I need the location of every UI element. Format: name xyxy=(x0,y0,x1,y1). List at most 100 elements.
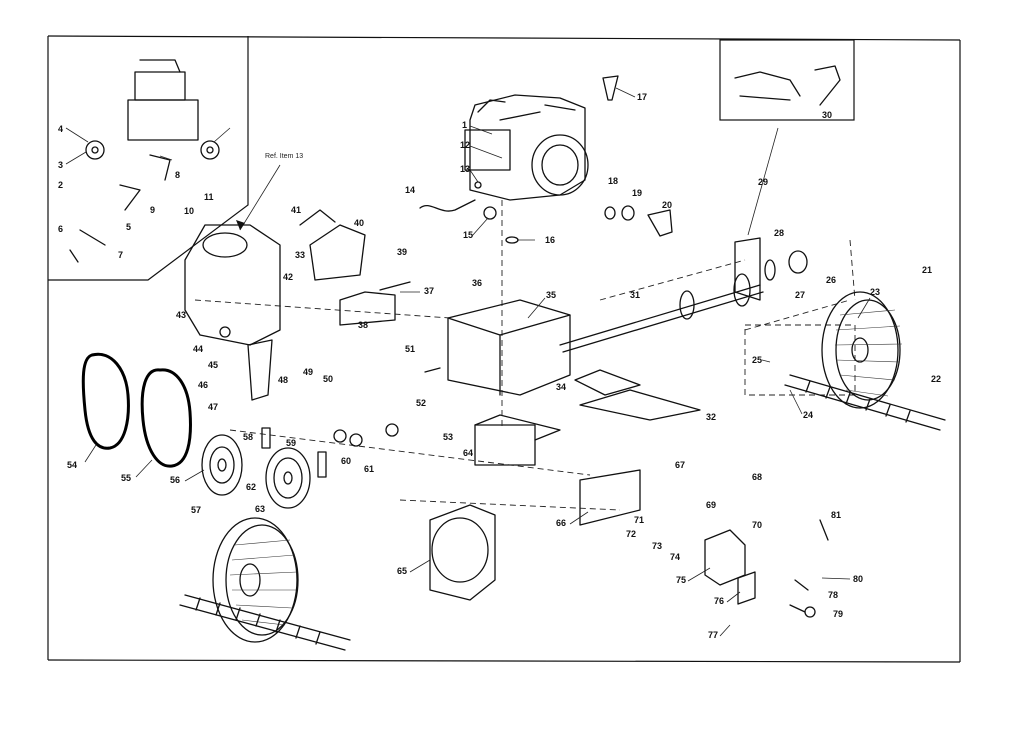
callout-24: 24 xyxy=(803,410,813,420)
v-belts xyxy=(81,352,192,468)
callout-3: 3 xyxy=(58,160,63,170)
callout-58: 58 xyxy=(243,432,253,442)
callout-40: 40 xyxy=(354,218,364,228)
callout-45: 45 xyxy=(208,360,218,370)
drive-shaft xyxy=(559,237,808,353)
left-wheel xyxy=(179,517,351,651)
callout-68: 68 xyxy=(752,472,762,482)
callout-74: 74 xyxy=(670,552,680,562)
callout-5: 5 xyxy=(126,222,131,232)
engine-shroud xyxy=(184,209,366,346)
callout-14: 14 xyxy=(405,185,415,195)
callout-47: 47 xyxy=(208,402,218,412)
callout-7: 7 xyxy=(118,250,123,260)
callout-labels: 1 2 3 4 5 6 7 8 9 10 11 12 13 14 15 16 1… xyxy=(58,92,941,640)
callout-70: 70 xyxy=(752,520,762,530)
callout-4: 4 xyxy=(58,124,63,134)
callout-76: 76 xyxy=(714,596,724,606)
callout-49: 49 xyxy=(303,367,313,377)
callout-67: 67 xyxy=(675,460,685,470)
callout-69: 69 xyxy=(706,500,716,510)
callout-20: 20 xyxy=(662,200,672,210)
callout-leaders xyxy=(84,87,871,637)
callout-29: 29 xyxy=(758,177,768,187)
callout-8: 8 xyxy=(175,170,180,180)
callout-28: 28 xyxy=(774,228,784,238)
callout-35: 35 xyxy=(546,290,556,300)
reference-note: Ref. Item 13 xyxy=(236,153,303,231)
callout-46: 46 xyxy=(198,380,208,390)
callout-11: 11 xyxy=(204,192,214,202)
gear-housing xyxy=(447,299,571,466)
callout-26: 26 xyxy=(826,275,836,285)
callout-6: 6 xyxy=(58,224,63,234)
callout-21: 21 xyxy=(922,265,932,275)
callout-1: 1 xyxy=(462,120,467,130)
callout-33: 33 xyxy=(295,250,305,260)
callout-62: 62 xyxy=(246,482,256,492)
callout-15: 15 xyxy=(463,230,473,240)
callout-22: 22 xyxy=(931,374,941,384)
callout-18: 18 xyxy=(608,176,618,186)
callout-13: 13 xyxy=(460,164,470,174)
callout-81: 81 xyxy=(831,510,841,520)
callout-54: 54 xyxy=(67,460,77,470)
callout-80: 80 xyxy=(853,574,863,584)
callout-19: 19 xyxy=(632,188,642,198)
callout-56: 56 xyxy=(170,475,180,485)
callout-42: 42 xyxy=(283,272,293,282)
transmission-case xyxy=(429,469,756,605)
callout-38: 38 xyxy=(358,320,368,330)
callout-48: 48 xyxy=(278,375,288,385)
callout-12: 12 xyxy=(460,140,470,150)
callout-50: 50 xyxy=(323,374,333,384)
callout-61: 61 xyxy=(364,464,374,474)
callout-59: 59 xyxy=(286,438,296,448)
inset-box-30 xyxy=(719,39,855,121)
callout-71: 71 xyxy=(634,515,644,525)
callout-16: 16 xyxy=(545,235,555,245)
right-wheel xyxy=(744,291,946,431)
chain-leader xyxy=(747,127,779,236)
inset-panel xyxy=(48,36,249,281)
pulleys xyxy=(201,434,311,509)
callout-44: 44 xyxy=(193,344,203,354)
callout-9: 9 xyxy=(150,205,155,215)
engine xyxy=(464,94,589,201)
callout-43: 43 xyxy=(176,310,186,320)
diagram-frame xyxy=(47,35,961,663)
callout-73: 73 xyxy=(652,541,662,551)
callout-36: 36 xyxy=(472,278,482,288)
callout-72: 72 xyxy=(626,529,636,539)
callout-2: 2 xyxy=(58,180,63,190)
callout-23: 23 xyxy=(870,287,880,297)
callout-75: 75 xyxy=(676,575,686,585)
callout-77: 77 xyxy=(708,630,718,640)
callout-51: 51 xyxy=(405,344,415,354)
callout-66: 66 xyxy=(556,518,566,528)
callout-31: 31 xyxy=(630,290,640,300)
callout-64: 64 xyxy=(463,448,473,458)
callout-25: 25 xyxy=(752,355,762,365)
callout-78: 78 xyxy=(828,590,838,600)
callout-37: 37 xyxy=(424,286,434,296)
callout-10: 10 xyxy=(184,206,194,216)
callout-17: 17 xyxy=(637,92,647,102)
callout-32: 32 xyxy=(706,412,716,422)
callout-63: 63 xyxy=(255,504,265,514)
assembly-guides xyxy=(194,200,856,511)
callout-27: 27 xyxy=(795,290,805,300)
callout-65: 65 xyxy=(397,566,407,576)
callout-55: 55 xyxy=(121,473,131,483)
callout-79: 79 xyxy=(833,609,843,619)
callout-39: 39 xyxy=(397,247,407,257)
callout-60: 60 xyxy=(341,456,351,466)
callout-41: 41 xyxy=(291,205,301,215)
callout-53: 53 xyxy=(443,432,453,442)
reference-note-text: Ref. Item 13 xyxy=(265,153,303,160)
callout-52: 52 xyxy=(416,398,426,408)
callout-57: 57 xyxy=(191,505,201,515)
callout-34: 34 xyxy=(556,382,566,392)
small-hardware xyxy=(219,75,829,618)
